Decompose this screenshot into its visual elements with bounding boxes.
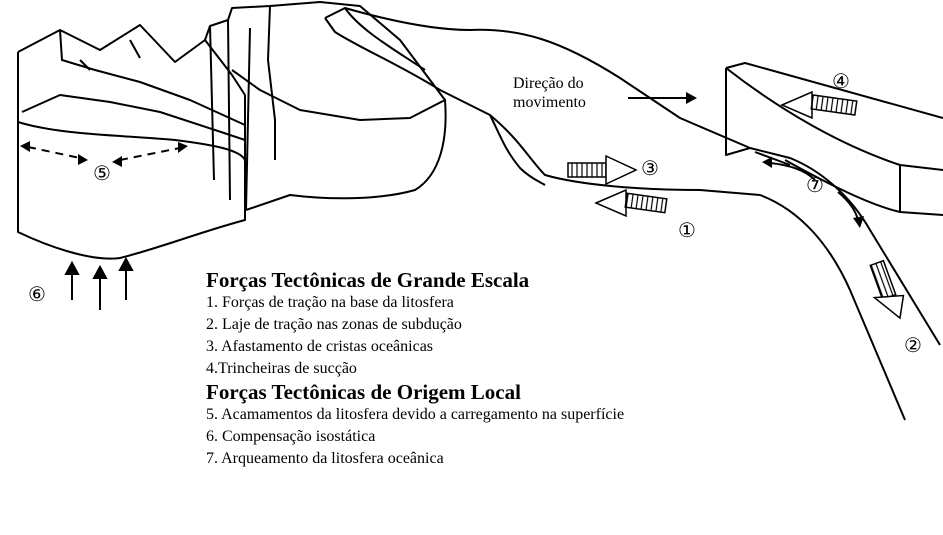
legend-item-6: 6. Compensação isostática bbox=[206, 428, 376, 445]
flexure-arrows bbox=[27, 146, 181, 161]
overriding-block bbox=[725, 62, 943, 216]
legend-item-3: 3. Afastamento de cristas oceânicas bbox=[206, 338, 434, 355]
bending-arrows bbox=[762, 157, 864, 228]
legend-item-5: 5. Acamamentos da litosfera devido a car… bbox=[206, 406, 625, 423]
number-1: ① bbox=[678, 218, 696, 242]
isostatic-arrows bbox=[64, 256, 134, 310]
number-2: ② bbox=[904, 333, 922, 357]
legend-heading-local: Forças Tectônicas de Origem Local bbox=[206, 380, 521, 404]
number-5: ⑤ bbox=[93, 161, 111, 185]
legend: Forças Tectônicas de Grande Escala 1. Fo… bbox=[206, 268, 726, 470]
continental-block bbox=[17, 24, 246, 260]
legend-item-7: 7. Arqueamento da litosfera oceânica bbox=[206, 450, 444, 467]
legend-heading-large: Forças Tectônicas de Grande Escala bbox=[206, 268, 530, 292]
ridge-push-arrow bbox=[567, 154, 638, 186]
middle-block bbox=[204, 1, 447, 211]
slab-pull-arrow bbox=[869, 259, 905, 320]
movement-arrow bbox=[628, 92, 697, 104]
basal-drag-arrow bbox=[594, 188, 668, 218]
movement-label: Direção do movimento bbox=[513, 75, 586, 111]
oceanic-plate bbox=[324, 7, 941, 421]
legend-item-2: 2. Laje de tração nas zonas de subdução bbox=[206, 316, 462, 333]
number-7: ⑦ bbox=[806, 173, 824, 197]
number-4: ④ bbox=[832, 69, 850, 93]
legend-item-4: 4.Trincheiras de sucção bbox=[206, 360, 357, 377]
trench-suction-arrow bbox=[780, 90, 858, 120]
number-6: ⑥ bbox=[28, 282, 46, 306]
number-3: ③ bbox=[641, 156, 659, 180]
legend-item-1: 1. Forças de tração na base da litosfera bbox=[206, 294, 454, 311]
